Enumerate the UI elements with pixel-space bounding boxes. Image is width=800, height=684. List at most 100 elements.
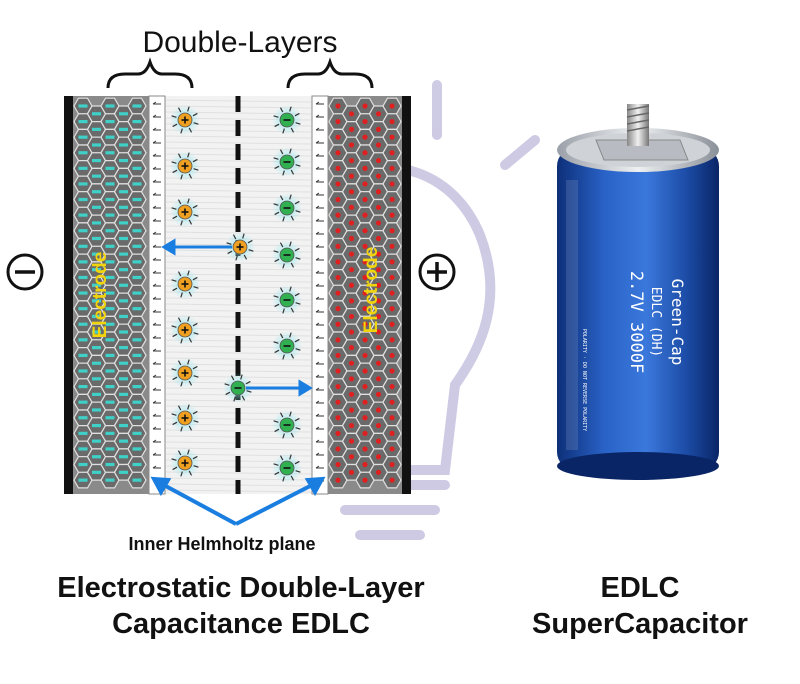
dipole-arrow [152, 322, 157, 326]
cation-icon [170, 358, 200, 388]
positive-charge-icon [362, 352, 368, 359]
edlc-caption-line2: Capacitance EDLC [112, 608, 370, 640]
positive-charge-icon [348, 204, 355, 210]
positive-charge-icon [389, 150, 395, 156]
dipole-arrow [152, 166, 157, 170]
positive-charge-icon [389, 228, 395, 234]
positive-charge-icon [375, 360, 382, 366]
positive-charge-icon [348, 469, 355, 475]
dipole-arrow [152, 257, 157, 261]
negative-charge-icon [105, 400, 115, 404]
positive-charge-icon [375, 438, 382, 444]
positive-charge-icon [348, 157, 355, 164]
cation-icon [170, 105, 200, 135]
migration-arrows [161, 238, 313, 397]
minus-terminal-icon [6, 253, 44, 291]
negative-charge-icon [78, 338, 88, 342]
negative-charge-icon [105, 478, 115, 482]
anion-icon [272, 240, 302, 270]
negative-charge-icon [92, 252, 101, 256]
negative-charge-icon [132, 260, 142, 264]
positive-charge-icon [389, 383, 395, 390]
positive-charge-icon [389, 290, 395, 296]
dipole-arrow [315, 179, 320, 183]
dipole-arrow [152, 426, 157, 430]
negative-charge-icon [119, 205, 128, 209]
dipole-arrow [315, 348, 320, 352]
negative-charge-icon [105, 322, 115, 326]
negative-charge-icon [92, 268, 101, 272]
positive-charge-icon [389, 212, 395, 218]
positive-charge-icon [362, 212, 368, 218]
anion-icon [272, 453, 302, 483]
positive-charge-icon [389, 461, 395, 468]
dipole-arrow [315, 153, 320, 157]
positive-charge-icon [335, 134, 341, 140]
negative-charge-icon [92, 112, 101, 116]
positive-charge-icon [335, 118, 341, 125]
dipole-arrow [152, 179, 157, 183]
anion-icon [272, 331, 302, 361]
negative-charge-icon [132, 478, 142, 482]
dipole-arrow [315, 244, 320, 248]
negative-charge-icon [105, 151, 115, 155]
negative-charge-icon [78, 229, 88, 233]
positive-charge-icon [389, 446, 395, 452]
edlc-caption: Electrostatic Double-Layer Capacitance E… [6, 570, 476, 642]
positive-charge-icon [375, 391, 382, 397]
dipole-arrow [152, 452, 157, 456]
dipole-arrow [315, 452, 320, 456]
anion-icon [272, 147, 302, 177]
positive-charge-icon [375, 345, 382, 351]
negative-charge-icon [119, 330, 128, 334]
negative-charge-icon [132, 307, 142, 311]
positive-charge-icon [362, 368, 368, 374]
negative-charge-icon [132, 119, 142, 124]
negative-charge-icon [132, 135, 142, 139]
dipole-arrow [152, 374, 157, 378]
positive-charge-icon [348, 267, 355, 273]
negative-charge-icon [119, 455, 128, 459]
negative-charge-icon [78, 104, 88, 108]
negative-charge-icon [105, 416, 115, 420]
negative-charge-icon [105, 353, 115, 358]
positive-charge-icon [362, 181, 368, 187]
positive-charge-icon [335, 352, 341, 359]
dipole-arrow [152, 192, 157, 196]
positive-charge-icon [375, 407, 382, 413]
positive-charge-icon [362, 321, 368, 327]
negative-charge-icon [105, 104, 115, 108]
positive-charge-icon [375, 298, 382, 304]
negative-charge-icon [132, 322, 142, 326]
electrolyte-texture [165, 189, 312, 193]
negative-charge-icon [119, 314, 128, 319]
positive-charge-icon [389, 321, 395, 327]
positive-charge-icon [389, 196, 395, 203]
dipole-arrow [315, 101, 320, 105]
positive-charge-icon [335, 399, 341, 405]
negative-charge-icon [78, 416, 88, 420]
dipole-arrow [315, 283, 320, 287]
dipole-arrow [152, 114, 157, 118]
positive-charge-icon [335, 321, 341, 327]
dipole-arrow [152, 335, 157, 339]
positive-charge-icon [389, 165, 395, 171]
capacitor-brand: Green-Cap [668, 279, 687, 366]
negative-charge-icon [105, 462, 115, 467]
anion-icon [272, 285, 302, 315]
capacitor-fine-print: POLARITY · DO NOT REVERSE POLARITY [581, 329, 587, 431]
dipole-arrow [152, 127, 157, 131]
dipole-arrow [315, 309, 320, 313]
negative-charge-icon [132, 166, 142, 170]
cation-icon [170, 197, 200, 227]
negative-charge-icon [78, 244, 88, 248]
cation-icon [170, 315, 200, 345]
positive-charge-icon [389, 243, 395, 249]
cation-icon [170, 269, 200, 299]
negative-charge-icon [132, 447, 142, 451]
positive-charge-icon [335, 477, 341, 483]
dipole-arrow [152, 140, 157, 144]
negative-charge-icon [92, 439, 101, 443]
negative-charge-icon [119, 158, 128, 163]
